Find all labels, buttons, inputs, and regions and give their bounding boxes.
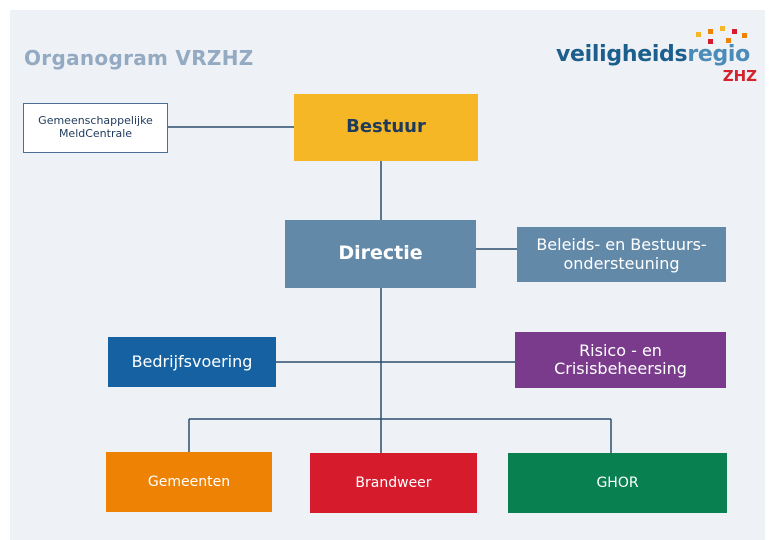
- node-gemeenten: Gemeenten: [106, 452, 272, 512]
- logo-zhz: ZHZ: [722, 67, 757, 85]
- node-brandweer: Brandweer: [310, 453, 477, 513]
- vrzhz-logo: veiligheidsregio ZHZ: [556, 26, 761, 86]
- node-beleids-en-bestuursondersteuning: Beleids- en Bestuurs- ondersteuning: [517, 227, 726, 282]
- node-ghor: GHOR: [508, 453, 727, 513]
- node-bestuur: Bestuur: [294, 94, 478, 161]
- logo-dots-icon: [696, 26, 756, 46]
- node-bedrijfsvoering: Bedrijfsvoering: [108, 337, 276, 387]
- page-title: Organogram VRZHZ: [24, 46, 254, 70]
- node-gemeenschappelijke-meldcentrale: Gemeenschappelijke MeldCentrale: [23, 103, 168, 153]
- node-risico-en-crisisbeheersing: Risico - en Crisisbeheersing: [515, 332, 726, 388]
- node-directie: Directie: [285, 220, 476, 288]
- logo-wordmark: veiligheidsregio: [556, 42, 750, 67]
